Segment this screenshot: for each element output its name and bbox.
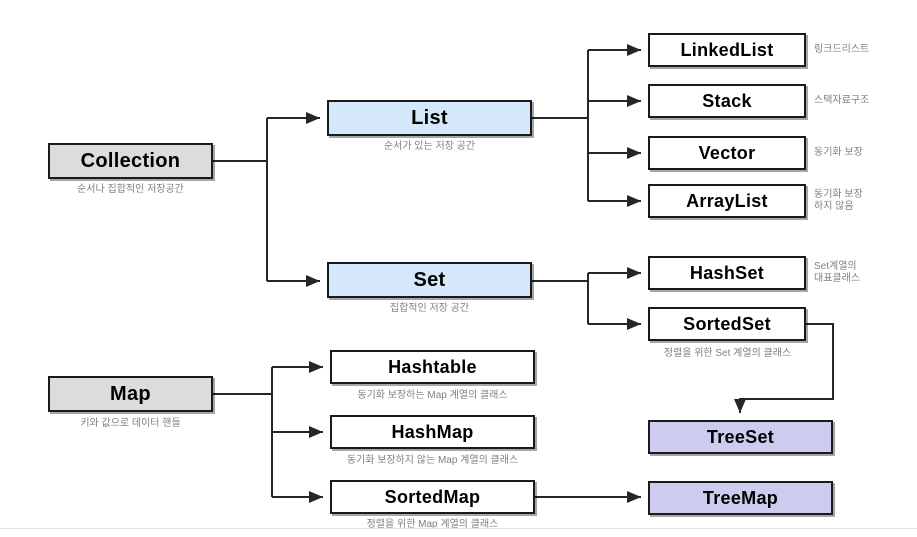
node-set[interactable]: Set [327, 262, 532, 298]
caption-collection: 순서나 집합적인 저장공간 [77, 184, 184, 195]
node-hashmap[interactable]: HashMap [330, 415, 535, 449]
caption-map: 키와 값으로 데이터 핸들 [80, 418, 181, 429]
caption-arraylist: 동기화 보장 하지 않음 [814, 189, 863, 212]
node-treeset-label: TreeSet [706, 426, 775, 447]
node-stack[interactable]: Stack [648, 84, 806, 118]
node-arraylist-label: ArrayList [686, 190, 768, 211]
bottom-divider [0, 528, 917, 529]
caption-vector: 동기화 보장 [814, 147, 863, 158]
node-hashtable[interactable]: Hashtable [330, 350, 535, 384]
node-sortedset[interactable]: SortedSet [648, 307, 806, 341]
edge-map-to-children [213, 361, 323, 503]
node-map-label: Map [110, 382, 151, 405]
node-collection[interactable]: Collection [48, 143, 213, 179]
node-treemap[interactable]: TreeMap [648, 481, 833, 515]
node-list-label: List [411, 106, 448, 129]
caption-linkedlist: 링크드리스트 [814, 44, 870, 55]
node-arraylist[interactable]: ArrayList [648, 184, 806, 218]
caption-hashtable: 동기화 보장하는 Map 계열의 클래스 [357, 390, 508, 401]
caption-hashmap: 동기화 보장하지 않는 Map 계열의 클래스 [346, 455, 519, 466]
node-hashtable-label: Hashtable [388, 356, 477, 377]
node-treemap-label: TreeMap [702, 487, 779, 508]
caption-list: 순서가 있는 저장 공간 [383, 141, 476, 152]
edge-set-to-children [532, 267, 641, 330]
caption-set: 집합적인 저장 공간 [389, 303, 470, 314]
node-linkedlist[interactable]: LinkedList [648, 33, 806, 67]
edge-collection-to-list-set [213, 112, 320, 287]
node-treeset[interactable]: TreeSet [648, 420, 833, 454]
node-hashset[interactable]: HashSet [648, 256, 806, 290]
node-list[interactable]: List [327, 100, 532, 136]
node-set-label: Set [413, 268, 446, 291]
node-sortedmap-label: SortedMap [384, 486, 481, 507]
caption-hashset: Set계열의 대표클래스 [814, 261, 860, 284]
caption-sortedmap: 정렬을 위한 Map 계열의 클래스 [366, 519, 499, 530]
caption-sortedset: 정렬을 위한 Set 계열의 클래스 [663, 348, 792, 359]
edge-list-to-children [532, 44, 641, 207]
caption-stack: 스택자료구조 [814, 95, 870, 106]
node-hashmap-label: HashMap [391, 421, 474, 442]
node-sortedmap[interactable]: SortedMap [330, 480, 535, 514]
node-linkedlist-label: LinkedList [680, 39, 774, 60]
node-vector[interactable]: Vector [648, 136, 806, 170]
node-stack-label: Stack [702, 90, 752, 111]
node-map[interactable]: Map [48, 376, 213, 412]
node-hashset-label: HashSet [689, 262, 765, 283]
node-sortedset-label: SortedSet [683, 313, 771, 334]
node-vector-label: Vector [698, 142, 756, 163]
node-collection-label: Collection [80, 149, 181, 172]
